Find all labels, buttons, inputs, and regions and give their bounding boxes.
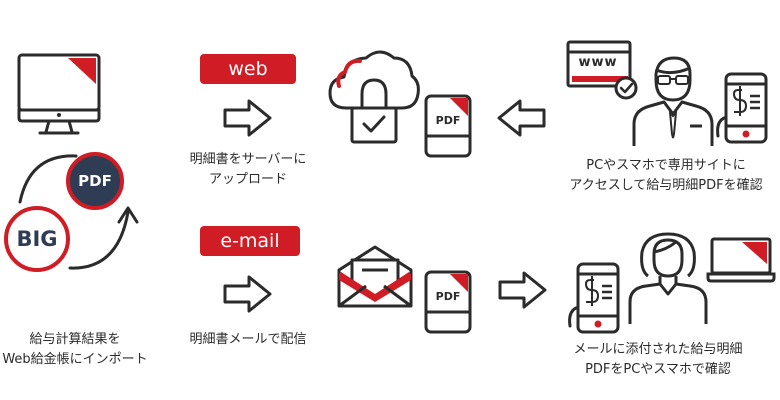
envelope-icon [337,245,413,308]
woman-icon [628,232,708,324]
web-result: PCやスマホで専用サイトに アクセスして給与明細PDFを確認 [556,156,776,196]
web-caption: 明細書をサーバーに アップロード [178,150,318,190]
web-tag: web [200,54,296,84]
smartphone-yen-icon [716,72,768,144]
left-caption-line2: Web給金帳にインポート [2,352,148,367]
email-result-line2: PDFをPCやスマホで確認 [585,362,731,377]
arrow-right-icon [223,99,272,137]
pdf-document-icon: PDF [424,270,472,334]
browser-icon: www [566,40,638,100]
email-tag: e-mail [200,226,300,256]
pdf-badge-label: PDF [78,172,112,190]
monitor-icon [17,53,101,135]
email-result: メールに添付された給与明細 PDFをPCやスマホで確認 [548,340,768,380]
laptop-icon [706,237,776,283]
pdf-document-icon: PDF [424,94,472,158]
left-caption-line1: 給与計算結果を [29,332,121,347]
arrow-left-icon [497,99,546,137]
businessman-icon [632,56,714,146]
email-result-line1: メールに添付された給与明細 [573,342,743,357]
email-caption-text: 明細書メールで配信 [189,332,307,347]
arrow-right-icon [223,275,272,313]
pdf-badge-icon: PDF [66,152,124,210]
big-badge-icon: BIG [4,206,70,272]
email-caption: 明細書メールで配信 [178,330,318,350]
web-result-line2: アクセスして給与明細PDFを確認 [569,178,763,193]
big-badge-label: BIG [16,227,58,251]
smartphone-yen-icon [568,262,620,334]
pdf-document-label: PDF [435,290,461,303]
cycle-arrow-icon [18,154,139,270]
web-caption-line1: 明細書をサーバーに [189,152,307,167]
cloud-lock-icon [328,50,420,144]
arrow-right-icon [498,271,547,309]
web-result-line1: PCやスマホで専用サイトに [586,158,746,173]
left-caption: 給与計算結果を Web給金帳にインポート [0,330,150,370]
browser-text: www [578,55,618,70]
pdf-document-label: PDF [435,114,461,127]
web-caption-line2: アップロード [208,172,287,187]
